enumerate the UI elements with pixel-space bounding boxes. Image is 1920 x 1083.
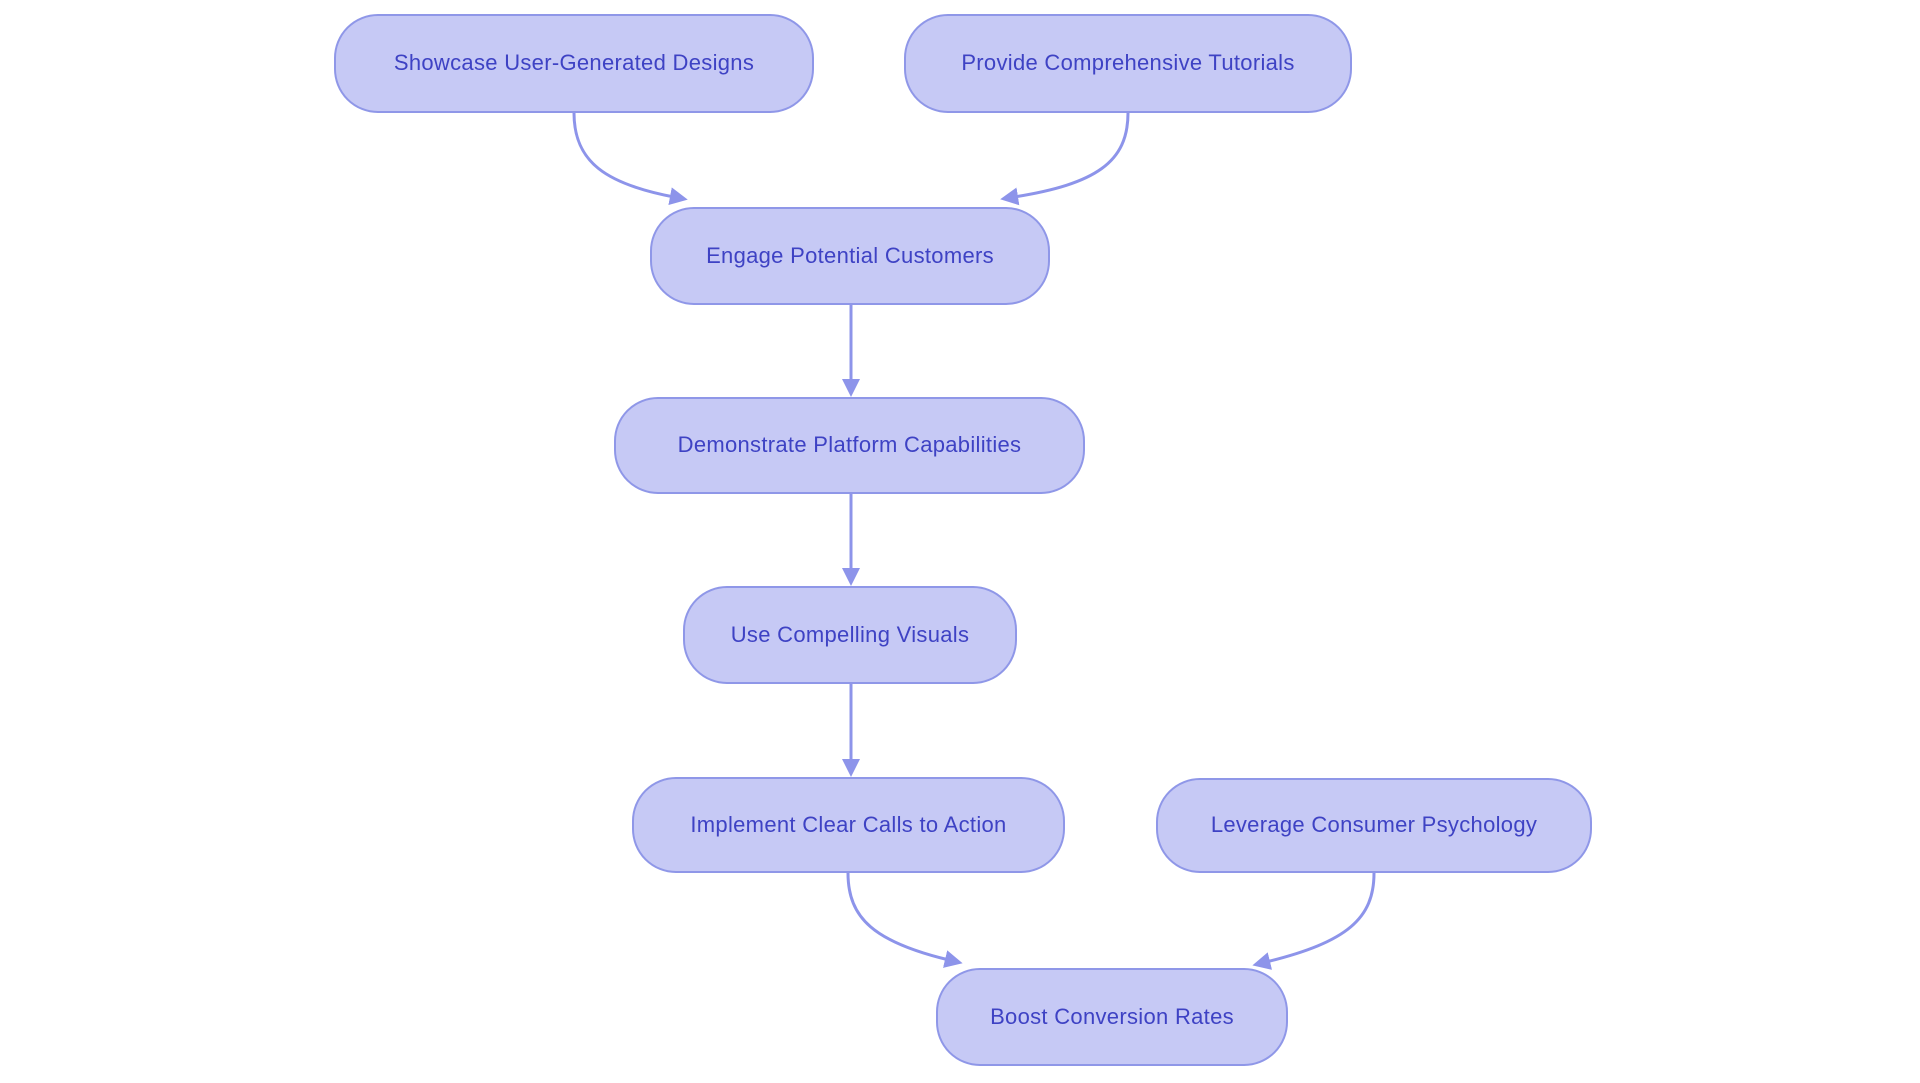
node-showcase-user-generated-designs: Showcase User-Generated Designs — [334, 14, 814, 113]
node-label: Demonstrate Platform Capabilities — [677, 432, 1022, 458]
node-engage-potential-customers: Engage Potential Customers — [650, 207, 1050, 305]
node-label: Showcase User-Generated Designs — [393, 50, 755, 76]
node-label: Use Compelling Visuals — [730, 621, 970, 647]
node-provide-comprehensive-tutorials: Provide Comprehensive Tutorials — [904, 14, 1352, 113]
node-label: Leverage Consumer Psychology — [1210, 812, 1538, 838]
edge-psychology-to-boost — [1252, 872, 1376, 970]
node-label: Implement Clear Calls to Action — [690, 811, 1007, 837]
node-use-compelling-visuals: Use Compelling Visuals — [683, 586, 1017, 684]
node-leverage-consumer-psychology: Leverage Consumer Psychology — [1156, 778, 1592, 873]
node-boost-conversion-rates: Boost Conversion Rates — [936, 968, 1288, 1066]
edge-showcase-to-engage — [572, 112, 688, 206]
node-label: Boost Conversion Rates — [990, 1003, 1234, 1029]
edge-cta-to-boost — [846, 872, 963, 968]
node-label: Engage Potential Customers — [706, 242, 994, 268]
node-label: Provide Comprehensive Tutorials — [961, 50, 1295, 76]
edge-provide-to-engage — [1000, 112, 1130, 206]
node-demonstrate-platform-capabilities: Demonstrate Platform Capabilities — [614, 397, 1085, 494]
node-implement-clear-calls-to-action: Implement Clear Calls to Action — [632, 777, 1065, 873]
